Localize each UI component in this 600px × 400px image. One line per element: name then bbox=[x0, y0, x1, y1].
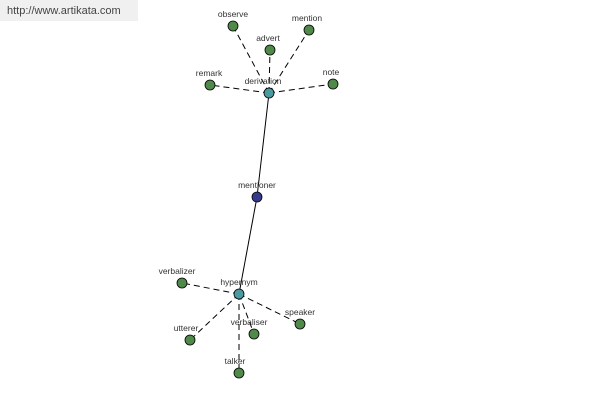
edge-derivation-advert bbox=[268, 49, 271, 94]
node-talker[interactable] bbox=[233, 367, 245, 379]
node-mentioner[interactable] bbox=[251, 191, 263, 203]
watermark-bar: http://www.artikata.com bbox=[0, 0, 138, 21]
node-label-advert: advert bbox=[256, 33, 280, 43]
node-utterer[interactable] bbox=[184, 334, 196, 346]
node-layer bbox=[176, 20, 339, 379]
node-label-mention: mention bbox=[292, 13, 323, 23]
node-observe[interactable] bbox=[227, 20, 239, 32]
edge-mentioner-derivation bbox=[256, 92, 270, 198]
node-label-remark: remark bbox=[196, 68, 223, 78]
node-label-note: note bbox=[323, 67, 340, 77]
edge-derivation-observe bbox=[232, 25, 270, 94]
node-note[interactable] bbox=[327, 78, 339, 90]
node-label-observe: observe bbox=[218, 9, 249, 19]
node-label-hypernym: hypernym bbox=[220, 277, 257, 287]
node-label-derivation: derivation bbox=[245, 76, 282, 86]
node-verbalizer[interactable] bbox=[176, 277, 188, 289]
node-label-utterer: utterer bbox=[174, 323, 199, 333]
node-label-verbalizer: verbalizer bbox=[159, 266, 196, 276]
edge-derivation-remark bbox=[209, 84, 270, 94]
node-verbaliser[interactable] bbox=[248, 328, 260, 340]
watermark-link[interactable]: http://www.artikata.com bbox=[7, 5, 121, 17]
node-label-talker: talker bbox=[225, 356, 246, 366]
node-label-speaker: speaker bbox=[285, 307, 315, 317]
label-layer: mentioner derivation hypernym observe mentio… bbox=[159, 9, 340, 366]
edge-derivation-mention bbox=[268, 29, 310, 94]
node-label-verbaliser: verbaliser bbox=[231, 317, 268, 327]
node-mention[interactable] bbox=[303, 24, 315, 36]
edge-layer bbox=[181, 25, 334, 373]
node-hypernym[interactable] bbox=[233, 288, 245, 300]
node-advert[interactable] bbox=[264, 44, 276, 56]
edge-derivation-note bbox=[268, 83, 334, 94]
node-speaker[interactable] bbox=[294, 318, 306, 330]
node-derivation[interactable] bbox=[263, 87, 275, 99]
edge-hypernym-utterer bbox=[189, 293, 240, 341]
node-label-mentioner: mentioner bbox=[238, 180, 276, 190]
edge-mentioner-hypernym bbox=[238, 196, 258, 295]
edge-hypernym-speaker bbox=[238, 293, 301, 325]
edge-hypernym-verbaliser bbox=[238, 293, 255, 335]
node-remark[interactable] bbox=[204, 79, 216, 91]
